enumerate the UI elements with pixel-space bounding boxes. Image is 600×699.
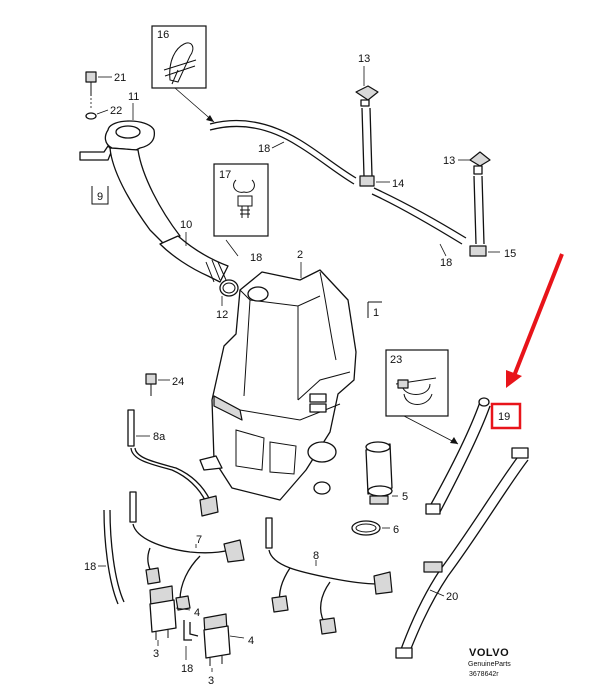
highlight-arrow xyxy=(512,253,564,377)
label-7: 7 xyxy=(196,534,202,546)
label-18-left: 18 xyxy=(84,561,96,573)
label-10: 10 xyxy=(180,219,192,231)
label-21: 21 xyxy=(114,72,126,84)
label-24: 24 xyxy=(172,376,184,388)
hose-18-bottom: 18 xyxy=(181,620,199,675)
pump-3-right: 4 3 xyxy=(203,613,254,687)
label-17: 17 xyxy=(219,169,231,181)
pump-5: 5 xyxy=(365,441,408,505)
hose-18-top: 18 xyxy=(209,119,357,185)
hose-20: 20 xyxy=(395,447,529,659)
label-18-top: 18 xyxy=(258,143,270,155)
harness-8: 8 xyxy=(265,517,393,635)
label-18-bottom: 18 xyxy=(181,663,193,675)
label-9: 9 xyxy=(97,191,103,203)
o-ring-12: 12 xyxy=(216,279,239,321)
label-15: 15 xyxy=(504,248,516,260)
label-4-left: 4 xyxy=(194,607,200,619)
highlight-arrow-head xyxy=(506,370,522,388)
label-20: 20 xyxy=(446,591,458,603)
washer-22: 22 xyxy=(85,98,122,120)
label-11: 11 xyxy=(128,91,139,103)
label-6: 6 xyxy=(393,524,399,536)
label-22: 22 xyxy=(110,105,122,117)
label-13-left: 13 xyxy=(358,53,370,65)
inset-16-cable-tie: 16 xyxy=(151,25,215,123)
label-5: 5 xyxy=(402,491,408,503)
ref-box-1: 1 xyxy=(367,301,382,319)
label-14: 14 xyxy=(392,178,404,190)
label-13-right: 13 xyxy=(443,155,455,167)
label-4-right: 4 xyxy=(248,635,254,647)
label-18-mid: 18 xyxy=(250,252,262,264)
label-10-group: 10 xyxy=(180,219,192,246)
nozzle-13-right: 13 15 xyxy=(443,151,516,260)
label-8a: 8a xyxy=(153,431,166,443)
label-1: 1 xyxy=(373,307,379,319)
bracket xyxy=(79,145,113,161)
label-16: 16 xyxy=(157,29,169,41)
reservoir-2: 2 xyxy=(199,249,357,501)
label-8: 8 xyxy=(313,550,319,562)
brand-name: VOLVO xyxy=(469,647,509,659)
label-19: 19 xyxy=(498,411,510,423)
harness-7: 7 xyxy=(129,491,245,611)
harness-8a: 8a xyxy=(127,409,219,517)
inset-23-clamp: 23 xyxy=(385,349,459,445)
hose-18-right: 18 xyxy=(371,187,467,269)
filler-neck-11: 11 xyxy=(104,91,229,283)
brand-sub: GenuineParts xyxy=(468,661,511,668)
bolt-21: 21 xyxy=(85,71,126,96)
hose-19: 19 xyxy=(425,397,510,515)
highlight-box-19 xyxy=(490,402,522,430)
brand-code: 3678642r xyxy=(469,671,499,678)
volvo-logo: VOLVO GenuineParts 3678642r xyxy=(468,647,511,678)
label-2: 2 xyxy=(297,249,303,261)
ref-box-9: 9 xyxy=(91,186,109,205)
label-3-right: 3 xyxy=(208,675,214,687)
inset-17-clip: 17 18 xyxy=(213,163,269,264)
highlight-annotation xyxy=(490,253,564,430)
nozzle-13-left: 13 14 xyxy=(355,53,404,190)
bolt-24: 24 xyxy=(145,373,184,396)
hose-18-bottom-left: 18 xyxy=(84,509,125,605)
label-23: 23 xyxy=(390,354,402,366)
label-12: 12 xyxy=(216,309,228,321)
pump-3-left: 4 3 xyxy=(149,585,200,660)
label-18-right: 18 xyxy=(440,257,452,269)
o-ring-6: 6 xyxy=(351,520,399,536)
label-3-left: 3 xyxy=(153,648,159,660)
